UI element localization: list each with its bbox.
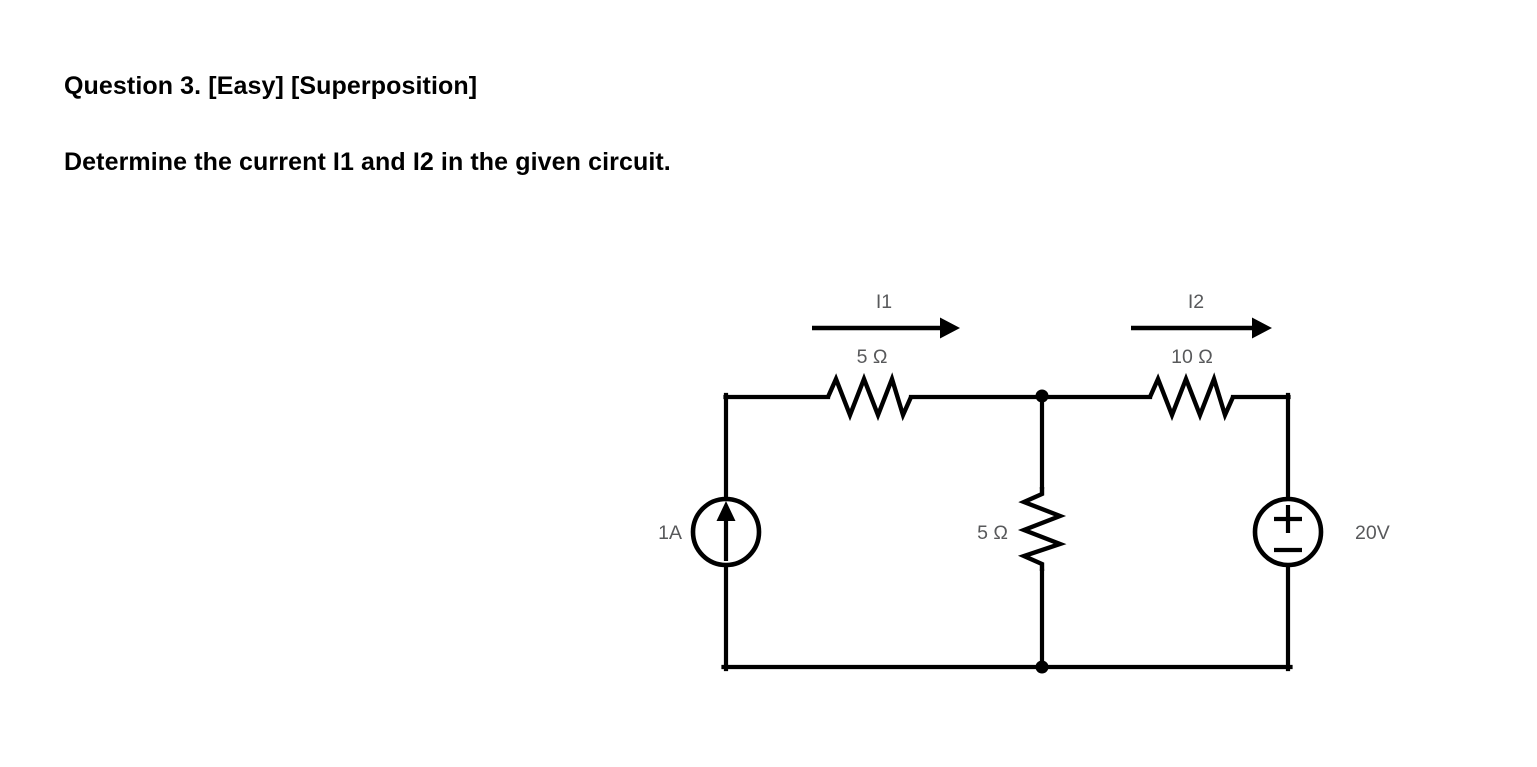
question-prompt: Determine the current I1 and I2 in the g… bbox=[64, 147, 671, 176]
current-source-label: 1A bbox=[658, 522, 682, 544]
resistor-left-5ohm bbox=[825, 372, 914, 422]
resistor-right-label: 10 Ω bbox=[1171, 346, 1213, 368]
resistor-left-label: 5 Ω bbox=[857, 346, 888, 368]
node-bottom-center bbox=[1035, 660, 1049, 674]
current-source-1a bbox=[690, 496, 762, 568]
voltage-source-label: 20V bbox=[1355, 522, 1390, 544]
resistor-middle-5ohm bbox=[1017, 487, 1067, 571]
resistor-right-10ohm bbox=[1147, 372, 1236, 422]
question-title: Question 3. [Easy] [Superposition] bbox=[64, 72, 478, 100]
resistor-middle-label: 5 Ω bbox=[977, 522, 1008, 544]
current-i1-label: I1 bbox=[876, 291, 892, 313]
question-block: Question 3. [Easy] [Superposition] Deter… bbox=[64, 72, 1064, 177]
voltage-source-20v bbox=[1252, 496, 1324, 568]
node-top-center bbox=[1035, 389, 1049, 403]
current-arrow-i1 bbox=[812, 317, 960, 339]
current-i2-label: I2 bbox=[1188, 291, 1204, 313]
current-arrow-i2 bbox=[1131, 317, 1272, 339]
